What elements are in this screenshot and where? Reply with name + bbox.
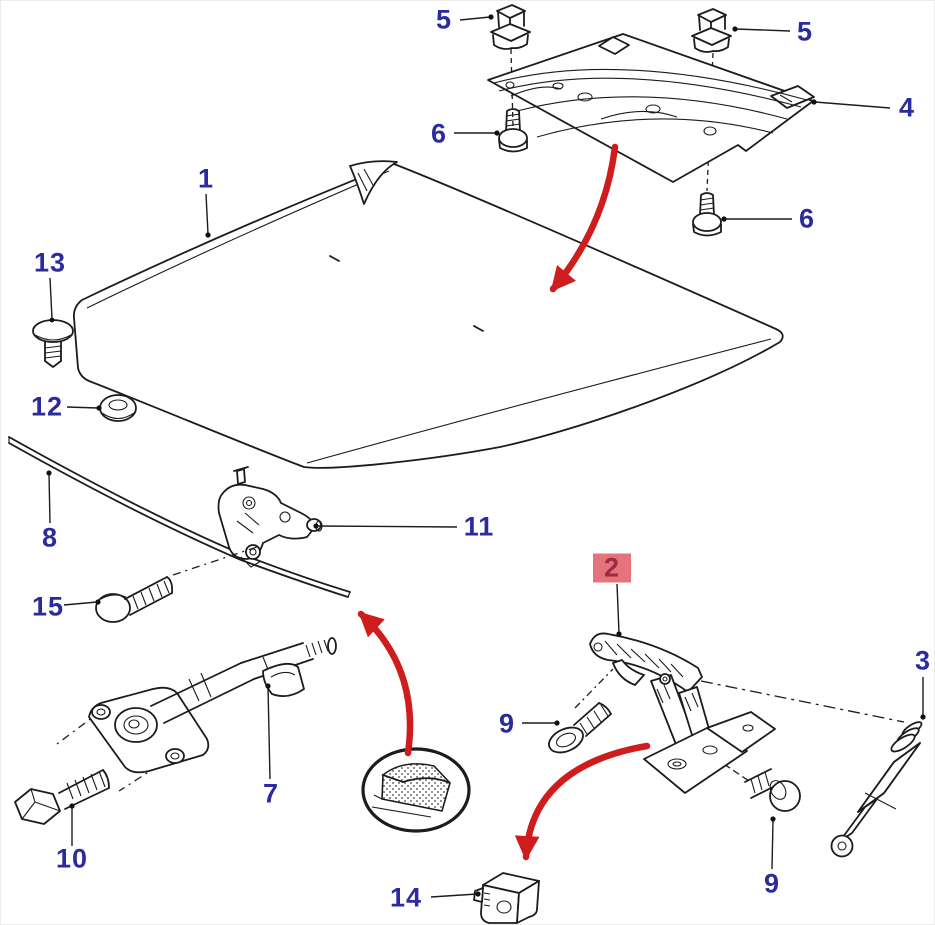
hood-seal [8, 436, 351, 598]
part-callout-hood-seal[interactable]: 8 [41, 522, 59, 553]
magnified-clip-detail [361, 747, 471, 833]
part-callout-latch-bolt[interactable]: 15 [31, 591, 65, 622]
lock-assembly [52, 637, 337, 792]
clip-nut-right [691, 8, 732, 53]
hood-panel [73, 160, 784, 469]
part-callout-hinge-bolt-right[interactable]: 9 [763, 868, 781, 899]
part-callout-gas-strut[interactable]: 3 [914, 645, 932, 676]
lock-bolt [14, 769, 110, 825]
part-callout-grommet[interactable]: 12 [30, 391, 64, 422]
part-callout-push-clip[interactable]: 13 [33, 247, 67, 278]
latch-bolt [95, 546, 258, 623]
placement-arrows [357, 143, 651, 861]
part-callout-latch-assembly[interactable]: 11 [463, 511, 495, 542]
leader-lines [46, 14, 926, 898]
insulator-panel [487, 33, 815, 192]
hinge-bolt-right [744, 768, 801, 812]
part-callout-insulator-panel[interactable]: 4 [898, 92, 916, 123]
part-callout-bump-stop[interactable]: 14 [389, 882, 423, 913]
bump-stop [473, 872, 540, 924]
panel-bolt-right [692, 192, 722, 237]
part-callout-lock-assembly[interactable]: 7 [262, 778, 280, 809]
part-callout-hood-panel[interactable]: 1 [197, 163, 215, 194]
arrow-panel-to-hood [549, 143, 619, 293]
part-callout-lock-bolt[interactable]: 10 [55, 843, 89, 874]
part-callout-panel-bolt-right[interactable]: 6 [798, 203, 816, 234]
part-callout-hinge-bolt-left[interactable]: 9 [498, 708, 516, 739]
latch-assembly [217, 466, 323, 568]
arrow-clip-to-seal [357, 610, 414, 757]
clip-nut-left [490, 4, 531, 50]
hood-vent-detail [349, 160, 398, 205]
part-callout-hood-hinge[interactable]: 2 [593, 553, 631, 583]
hood-hinge [574, 632, 905, 794]
part-callout-clip-nut-left[interactable]: 5 [435, 4, 453, 35]
push-clip [32, 319, 74, 368]
part-callout-panel-bolt-left[interactable]: 6 [430, 118, 448, 149]
arrow-hinge-to-stop [514, 742, 651, 861]
grommet [99, 394, 137, 422]
panel-bolt-left [498, 108, 528, 153]
part-callout-clip-nut-right[interactable]: 5 [796, 16, 814, 47]
hinge-bolt-left [548, 702, 612, 754]
gas-strut [830, 721, 923, 858]
